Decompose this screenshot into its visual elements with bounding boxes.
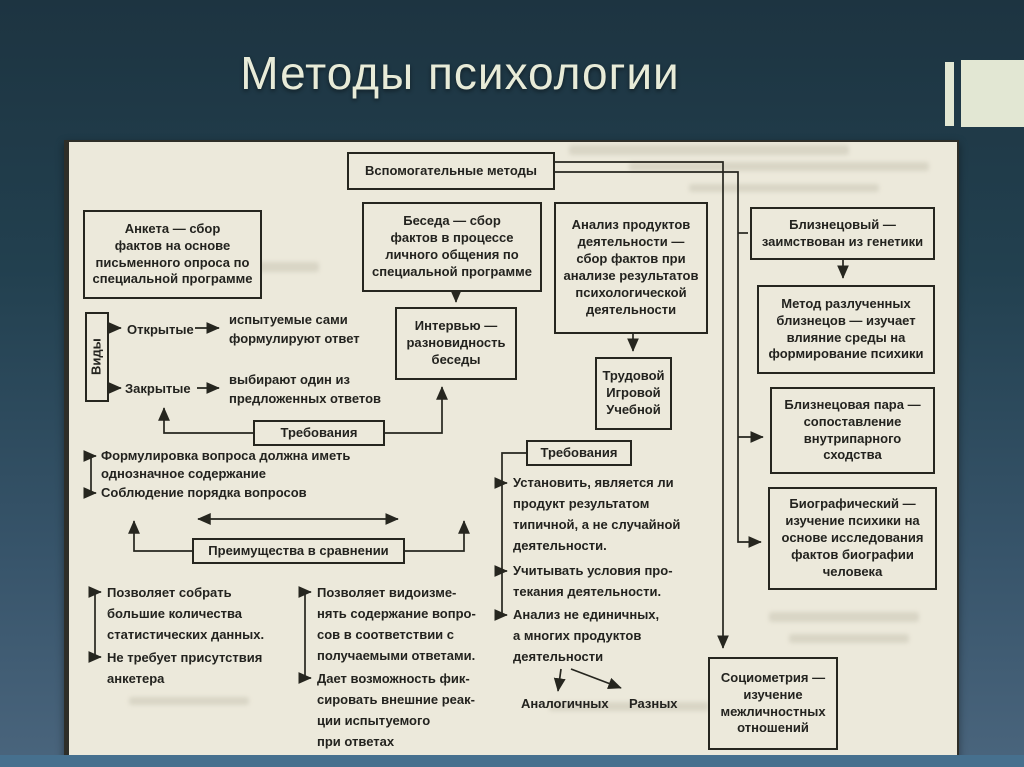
label-otkrytye: Открытые: [127, 322, 194, 337]
bleed-smudge: [789, 634, 909, 643]
label-otkrytye-desc: испытуемые сами формулируют ответ: [229, 312, 360, 346]
bleed-smudge: [129, 697, 249, 705]
node-bliznecovaya-para: Близнецовая пара — сопоставление внутрип…: [770, 387, 935, 474]
node-trudovoj-igrovoj-uchebnoj: Трудовой Игровой Учебной: [595, 357, 672, 430]
node-analiz-produktov: Анализ продуктов деятельности — сбор фак…: [554, 202, 708, 334]
node-metod-razluchennyh: Метод разлученных близнецов — изучает вл…: [757, 285, 935, 374]
node-biografichesky: Биографический — изучение психики на осн…: [768, 487, 937, 590]
bleed-smudge: [569, 145, 849, 155]
label-adv-anketa-1: Позволяет собрать большие количества ста…: [107, 585, 265, 642]
label-req-products-3: Анализ не единичных, а многих продуктов …: [513, 607, 660, 664]
bleed-smudge: [689, 184, 879, 192]
node-vidy: Виды: [85, 312, 109, 402]
label-analogichnyh: Аналогичных: [521, 696, 609, 711]
page-title: Методы психологии: [240, 47, 680, 99]
label-req-products-1: Установить, является ли продукт результа…: [513, 475, 681, 553]
label-adv-anketa-2: Не требует присутствия анкетера: [107, 650, 263, 686]
footer-band: [0, 755, 1024, 767]
node-sociometriya: Социометрия — изучение межличностных отн…: [708, 657, 838, 750]
connector-lines: [83, 161, 849, 692]
node-bliznecovy: Близнецовый — заимствован из генетики: [750, 207, 935, 260]
node-beseda: Беседа — сбор фактов в процессе личного …: [362, 202, 542, 292]
bleed-smudge: [549, 702, 709, 711]
scanned-diagram: Вспомогательные методы Анкета — сбор фак…: [64, 140, 959, 760]
label-adv-beseda-1: Позволяет видоизме- нять содержание вопр…: [317, 585, 476, 663]
label-req-anketa-2: Соблюдение порядка вопросов: [101, 485, 307, 500]
bleed-smudge: [629, 162, 929, 171]
node-trebovaniya-produkty: Требования: [526, 440, 632, 466]
node-preimushchestva: Преимущества в сравнении: [192, 538, 405, 564]
node-trebovaniya-anketa: Требования: [253, 420, 385, 446]
accent-bar-large: [961, 60, 1024, 127]
node-intervju: Интервью — разновидность беседы: [395, 307, 517, 380]
label-zakrytye: Закрытые: [125, 381, 191, 396]
bleed-smudge: [769, 612, 919, 622]
node-anketa: Анкета — сбор фактов на основе письменно…: [83, 210, 262, 299]
node-auxiliary-methods: Вспомогательные методы: [347, 152, 555, 190]
label-req-products-2: Учитывать условия про- текания деятельно…: [513, 563, 673, 599]
accent-bar-small: [945, 62, 954, 126]
label-adv-beseda-2: Дает возможность фик- сировать внешние р…: [317, 671, 475, 749]
label-raznyh: Разных: [629, 696, 678, 711]
label-req-anketa-1: Формулировка вопроса должна иметь однозн…: [101, 448, 351, 481]
label-zakrytye-desc: выбирают один из предложенных ответов: [229, 372, 382, 406]
